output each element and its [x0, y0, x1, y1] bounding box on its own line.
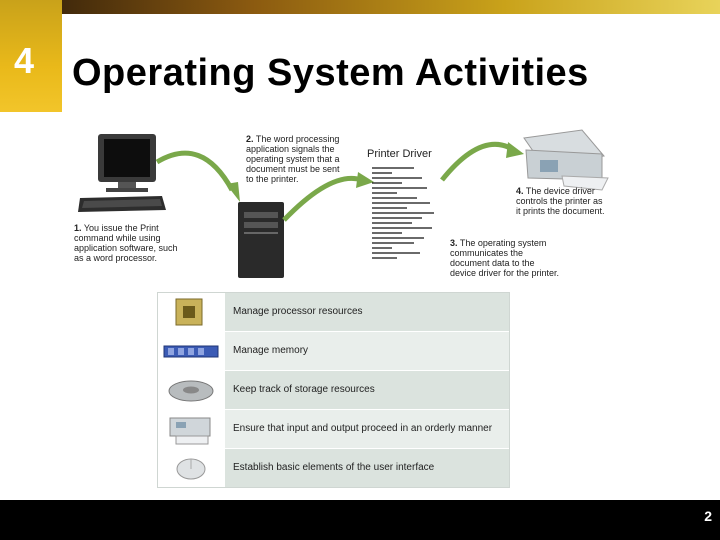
- step-1-text: 1. You issue the Print command while usi…: [74, 223, 178, 263]
- arrow-3: [442, 144, 514, 180]
- step-4-text: 4. The device driver controls the printe…: [516, 186, 605, 216]
- activity-label: Manage memory: [233, 345, 308, 356]
- arrow-2: [284, 178, 362, 220]
- printer-driver-label: Printer Driver: [367, 148, 432, 160]
- left-margin: [0, 112, 62, 500]
- table-row: Ensure that input and output proceed in …: [158, 410, 509, 449]
- mouse-icon: [158, 449, 225, 487]
- computer-monitor-icon: [98, 134, 156, 192]
- chapter-number: 4: [14, 40, 34, 82]
- table-row: Manage memory: [158, 332, 509, 371]
- step-2-text: 2. The word processing application signa…: [246, 134, 340, 184]
- computer-tower-icon: [238, 202, 284, 278]
- hard-disk-icon: [158, 371, 225, 409]
- table-row: Manage processor resources: [158, 293, 509, 332]
- keyboard-icon: [78, 196, 166, 212]
- page-number: 2: [704, 508, 712, 524]
- activity-label: Manage processor resources: [233, 306, 363, 317]
- step-3-text: 3. The operating system communicates the…: [450, 238, 559, 278]
- os-activities-table: Manage processor resources Manage memory…: [157, 292, 510, 488]
- table-row: Establish basic elements of the user int…: [158, 449, 509, 488]
- arrow-1: [157, 153, 232, 190]
- activity-label: Establish basic elements of the user int…: [233, 462, 434, 473]
- driver-code-document-icon: [372, 168, 434, 258]
- activity-label: Keep track of storage resources: [233, 384, 375, 395]
- top-decorative-band: [0, 0, 720, 14]
- printer-icon: [524, 130, 608, 190]
- processor-chip-icon: [158, 293, 225, 331]
- activity-label: Ensure that input and output proceed in …: [233, 423, 492, 434]
- table-row: Keep track of storage resources: [158, 371, 509, 410]
- memory-module-icon: [158, 332, 225, 370]
- footer-bar: [0, 500, 720, 540]
- slide-title: Operating System Activities: [72, 52, 589, 95]
- print-process-diagram: 1. You issue the Print command while usi…: [62, 120, 662, 285]
- printer-icon: [158, 410, 225, 448]
